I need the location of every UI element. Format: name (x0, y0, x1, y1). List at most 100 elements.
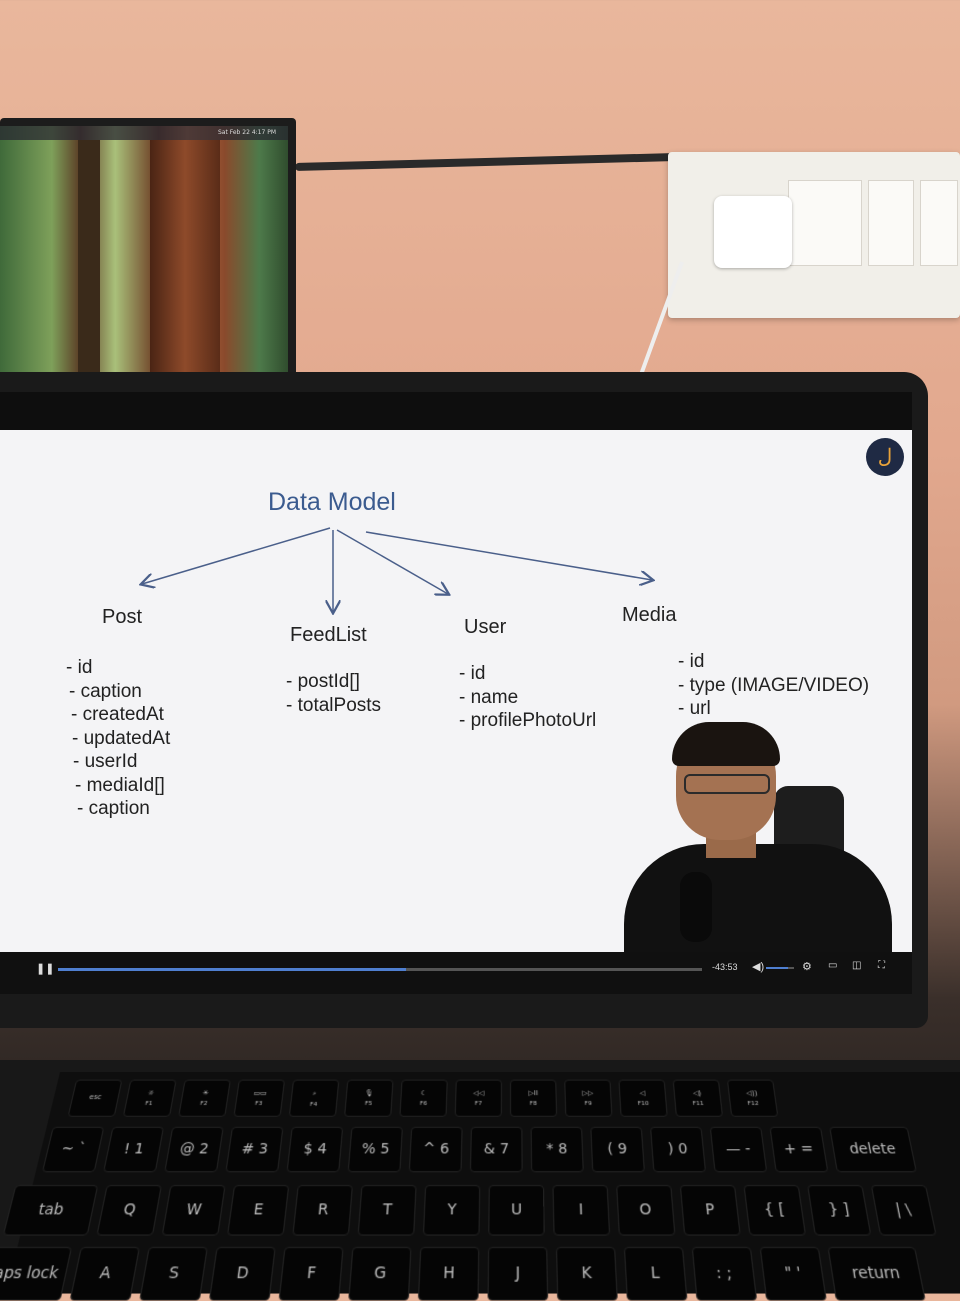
power-adapter (714, 196, 792, 268)
key[interactable]: F (278, 1246, 344, 1301)
key[interactable]: E (226, 1185, 290, 1236)
key-glyph: ◁) (692, 1089, 702, 1098)
key[interactable]: I (552, 1185, 611, 1236)
key[interactable]: T (357, 1185, 417, 1236)
progress-bar[interactable] (58, 968, 702, 971)
fullscreen-icon[interactable]: ⛶ (878, 960, 885, 971)
diagram-arrows (0, 527, 912, 952)
key[interactable]: esc (67, 1079, 123, 1117)
tree-trunk (78, 140, 100, 394)
key-glyph: ⌕ (312, 1088, 318, 1097)
key[interactable]: H (417, 1246, 480, 1301)
key[interactable]: Q (96, 1185, 162, 1236)
key[interactable]: ! 1 (103, 1126, 165, 1173)
field-item: - id (678, 651, 705, 672)
field-item: - mediaId[] (75, 774, 165, 796)
field-item: - type (IMAGE/VIDEO) (678, 674, 870, 696)
black-cable (294, 153, 676, 171)
key-sublabel: F3 (254, 1099, 263, 1107)
key[interactable]: " ' (759, 1246, 827, 1301)
key[interactable]: $ 4 (286, 1126, 344, 1173)
key-sublabel: F11 (692, 1099, 705, 1107)
key[interactable]: A (69, 1246, 140, 1301)
key[interactable]: } ] (807, 1185, 872, 1236)
background-monitor-screen: Sat Feb 22 4:17 PM (0, 126, 288, 394)
key[interactable]: ) 0 (650, 1126, 707, 1173)
key-glyph: ☼ (146, 1089, 155, 1098)
key[interactable]: ⌕ F4 (288, 1079, 340, 1117)
field-item: - createdAt (71, 704, 164, 725)
field-item: - userId (73, 751, 138, 772)
key-sublabel: F12 (746, 1099, 760, 1107)
wall-switch-plate (668, 152, 960, 318)
key[interactable]: ◁F10 (618, 1079, 668, 1117)
key[interactable]: ◁))F12 (726, 1079, 779, 1117)
key-sublabel: F8 (529, 1099, 538, 1107)
key[interactable]: 🎙F5 (344, 1079, 394, 1117)
key-glyph: ▷▷ (582, 1089, 594, 1098)
key[interactable]: + = (769, 1126, 829, 1173)
key[interactable]: { [ (743, 1185, 807, 1236)
presenter-body (624, 844, 892, 952)
key[interactable]: caps lock (0, 1246, 73, 1301)
key[interactable]: ☾F6 (399, 1079, 448, 1117)
key[interactable]: ☀F2 (178, 1079, 231, 1117)
key[interactable]: G (348, 1246, 412, 1301)
key[interactable]: K (555, 1246, 618, 1301)
key[interactable]: return (827, 1246, 926, 1301)
key[interactable]: P (679, 1185, 741, 1236)
key[interactable]: ◁◁F7 (454, 1079, 502, 1117)
settings-gear-icon[interactable]: ⚙ (802, 961, 812, 973)
key[interactable]: ◁)F11 (672, 1079, 724, 1117)
volume-slider[interactable] (766, 967, 794, 969)
entity-feedlist-label: FeedList (290, 624, 367, 646)
key[interactable]: — - (709, 1126, 768, 1173)
microphone (680, 872, 712, 942)
field-item: - id (66, 657, 93, 678)
key-sublabel: F4 (309, 1100, 318, 1108)
key[interactable]: delete (829, 1126, 917, 1173)
key[interactable]: * 8 (530, 1126, 584, 1173)
pause-icon[interactable]: ❚❚ (36, 963, 55, 975)
key[interactable]: & 7 (469, 1126, 523, 1173)
key-sublabel: F5 (364, 1099, 373, 1107)
laptop: Data Model ل Post - id - caption - creat… (0, 372, 928, 1028)
key[interactable]: W (161, 1185, 226, 1236)
key[interactable]: O (616, 1185, 676, 1236)
key[interactable]: : ; (691, 1246, 758, 1301)
key[interactable]: % 5 (347, 1126, 403, 1173)
entity-feedlist-fields: - postId[] - totalPosts (286, 670, 381, 717)
key[interactable]: ▷▷F9 (564, 1079, 613, 1117)
key[interactable]: R (292, 1185, 353, 1236)
key[interactable]: # 3 (225, 1126, 284, 1173)
key[interactable]: Y (422, 1185, 481, 1236)
background-menubar: Sat Feb 22 4:17 PM (0, 126, 288, 140)
volume-icon[interactable]: ◀) (752, 961, 765, 973)
presenter-video-overlay (614, 722, 912, 952)
field-item: - id (459, 663, 486, 684)
captions-icon[interactable]: ▭ (828, 960, 838, 971)
field-item: - name (459, 686, 519, 708)
key[interactable]: S (139, 1246, 208, 1301)
key[interactable]: | \ (870, 1185, 937, 1236)
key[interactable]: @ 2 (164, 1126, 224, 1173)
key[interactable]: D (208, 1246, 276, 1301)
key[interactable]: J (487, 1246, 549, 1301)
entity-media-fields: - id - type (IMAGE/VIDEO) - url (678, 650, 869, 721)
wall-switch (920, 180, 958, 266)
field-item: - updatedAt (72, 727, 171, 749)
background-monitor: Sat Feb 22 4:17 PM (0, 118, 296, 400)
key[interactable]: ▭▭F3 (233, 1079, 286, 1117)
key[interactable]: ☼F1 (122, 1079, 177, 1117)
key[interactable]: L (623, 1246, 688, 1301)
key[interactable]: U (488, 1185, 545, 1236)
key[interactable]: ~ ` (41, 1126, 105, 1173)
arrow-to-media (365, 531, 652, 580)
picture-in-picture-icon[interactable]: ◫ (852, 960, 862, 971)
key[interactable]: ^ 6 (408, 1126, 463, 1173)
key[interactable]: ( 9 (590, 1126, 645, 1173)
key[interactable]: tab (2, 1185, 99, 1236)
